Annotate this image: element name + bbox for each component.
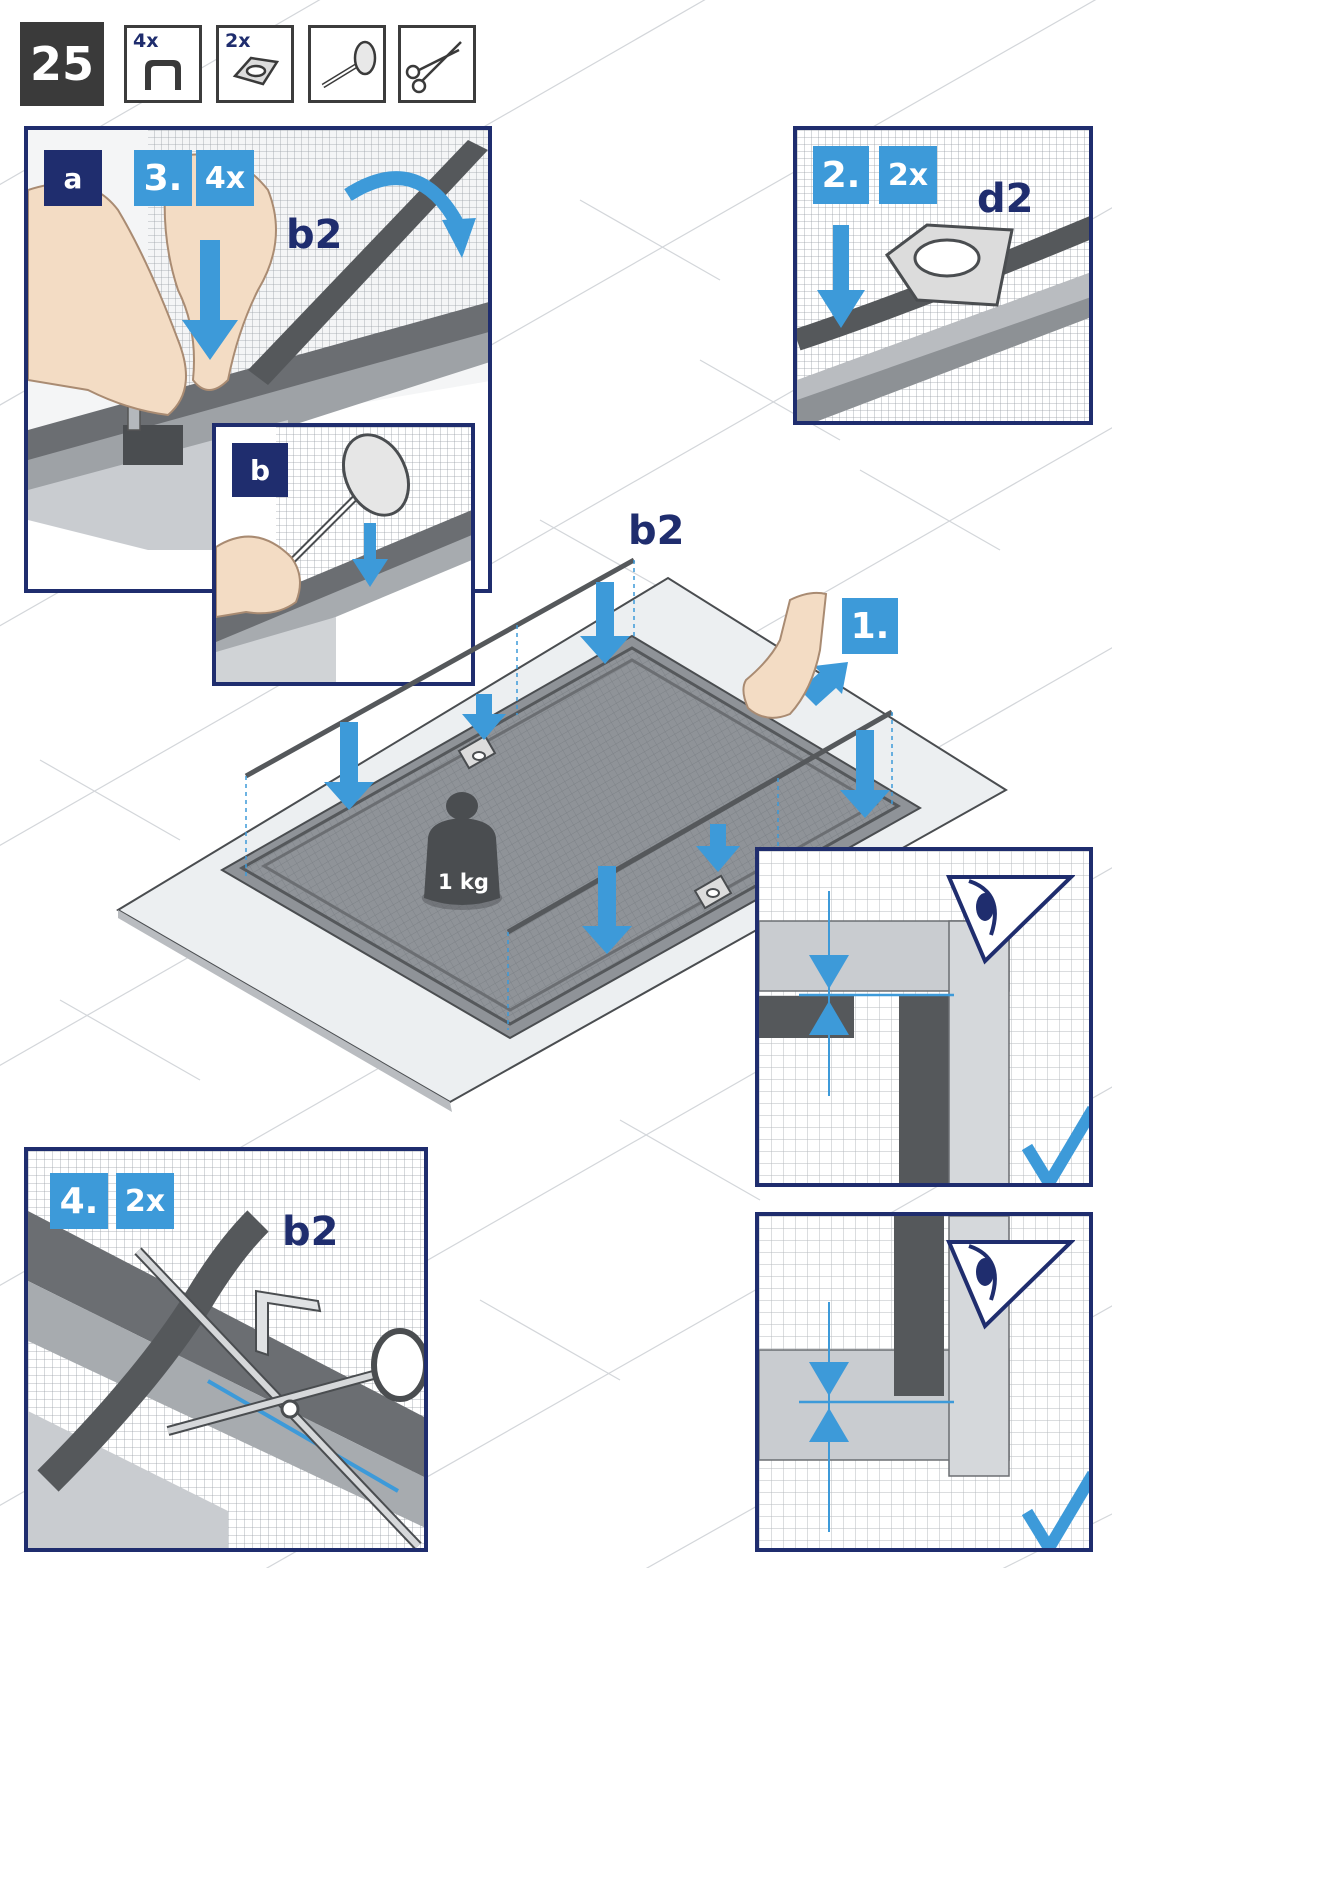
main-part-label: b2 <box>628 508 685 554</box>
weight-label: 1 kg <box>438 870 489 894</box>
check-panel-1 <box>755 847 1093 1187</box>
panel-a-tag: a <box>44 150 102 206</box>
part-box-scissors <box>398 25 476 103</box>
eye-icon <box>945 875 1075 965</box>
panel-a-part-label: b2 <box>286 212 343 258</box>
panel-a-step: 3. <box>134 150 192 206</box>
scissors-icon <box>405 41 462 94</box>
eye-icon <box>945 1240 1075 1330</box>
panel-a: a 3. 4x b2 <box>24 126 492 593</box>
checkmark-icon <box>1021 1105 1089 1183</box>
panel-b-illustration <box>216 427 471 682</box>
panel-d2-step: 2. <box>813 146 869 204</box>
panel-d2: 2. 2x d2 <box>793 126 1093 425</box>
corner-plate-icon <box>232 56 280 86</box>
checkmark-icon <box>1021 1470 1089 1548</box>
part-box-mallet <box>308 25 386 103</box>
panel-d2-part-label: d2 <box>977 176 1034 222</box>
part-box-plate: 2x <box>216 25 294 103</box>
panel-a-qty: 4x <box>196 150 254 206</box>
main-assembly-illustration <box>116 557 1008 1112</box>
part-qty: 4x <box>133 30 159 52</box>
panel-4-part-label: b2 <box>282 1209 339 1255</box>
rubber-mallet-icon <box>321 40 377 89</box>
panel-4-qty: 2x <box>116 1173 174 1229</box>
main-step: 1. <box>842 598 898 654</box>
instruction-page: 25 4x 2x <box>0 0 1112 1568</box>
check-panel-2 <box>755 1212 1093 1552</box>
panel-4: 4. 2x b2 <box>24 1147 428 1552</box>
panel-b: b <box>212 423 475 686</box>
step-number: 25 <box>20 22 104 106</box>
panel-4-step: 4. <box>50 1173 108 1229</box>
check-panel-1-illustration <box>759 851 1089 1183</box>
bracket-clip-icon <box>145 60 181 90</box>
part-box-bracket: 4x <box>124 25 202 103</box>
part-qty: 2x <box>225 30 251 52</box>
panel-b-tag: b <box>232 443 288 497</box>
panel-d2-qty: 2x <box>879 146 937 204</box>
